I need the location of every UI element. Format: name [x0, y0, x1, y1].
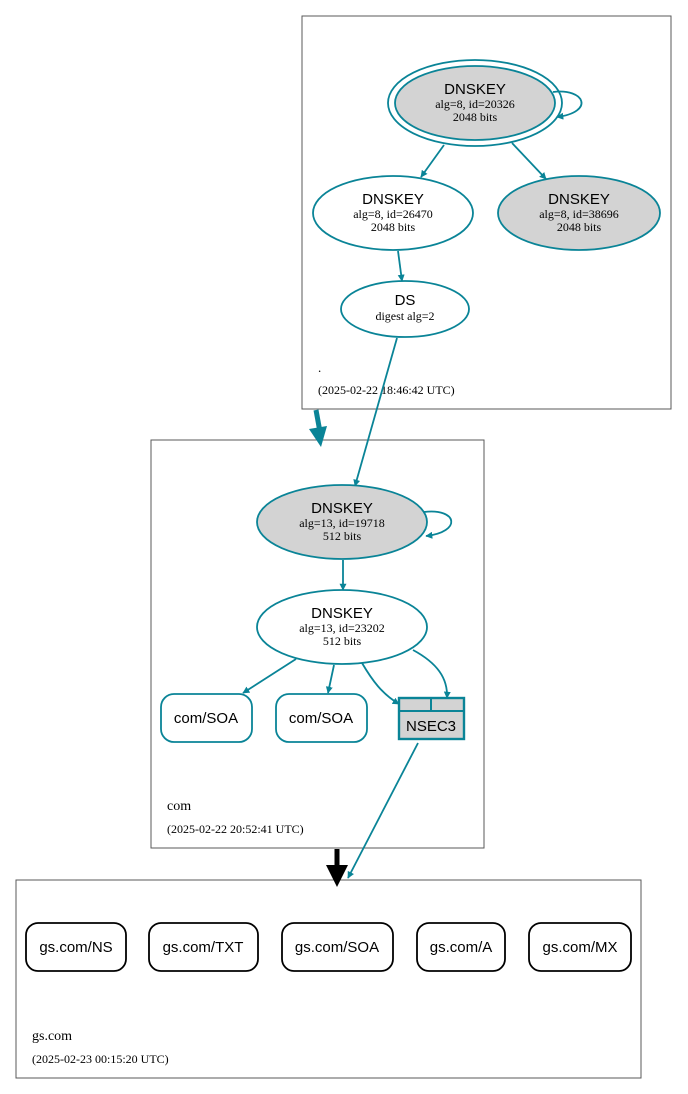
node-root-zsk-title: DNSKEY — [362, 191, 424, 208]
zone-com-name: com — [167, 799, 191, 814]
edge-root-ksk-to-zsk — [420, 144, 445, 178]
node-com-zsk-title: DNSKEY — [311, 605, 373, 622]
node-gs-mx[interactable]: gs.com/MX — [528, 922, 632, 972]
zone-gs-timestamp: (2025-02-23 00:15:20 UTC) — [32, 1052, 169, 1066]
node-root-ksk-line1: alg=8, id=20326 — [435, 97, 515, 111]
node-gs-a-label: gs.com/A — [430, 939, 493, 956]
edge-com-zsk-to-nsec3-a — [361, 662, 400, 705]
edge-com-ksk-self — [423, 510, 453, 539]
node-gs-ns-label: gs.com/NS — [39, 939, 112, 956]
edge-root-ksk-to-key3 — [511, 142, 547, 180]
node-com-nsec3-label: NSEC3 — [406, 718, 456, 735]
node-com-zsk[interactable]: DNSKEY alg=13, id=23202 512 bits — [256, 589, 428, 665]
node-com-ds-title: DS — [395, 292, 416, 309]
zone-gs-name: gs.com — [32, 1029, 72, 1044]
node-com-ksk-line1: alg=13, id=19718 — [299, 516, 385, 530]
edge-delegation-com-to-gs-head — [326, 865, 348, 887]
node-gs-txt[interactable]: gs.com/TXT — [148, 922, 259, 972]
edge-ds-to-com-ksk — [353, 337, 398, 487]
node-com-soa-2-label: com/SOA — [289, 710, 353, 727]
node-com-soa-2[interactable]: com/SOA — [275, 693, 368, 743]
node-com-zsk-line1: alg=13, id=23202 — [299, 621, 385, 635]
edge-com-zsk-to-soa2 — [325, 664, 335, 694]
node-com-soa-1[interactable]: com/SOA — [160, 693, 253, 743]
node-com-ds[interactable]: DS digest alg=2 — [340, 280, 470, 338]
zone-root-box — [301, 15, 672, 410]
node-com-nsec3[interactable]: NSEC3 — [397, 696, 466, 741]
node-gs-mx-label: gs.com/MX — [542, 939, 617, 956]
node-root-zsk[interactable]: DNSKEY alg=8, id=26470 2048 bits — [312, 175, 474, 251]
zone-root-name: . — [318, 360, 321, 375]
edge-com-zsk-to-nsec3-b — [412, 649, 451, 699]
node-gs-soa-label: gs.com/SOA — [295, 939, 379, 956]
node-com-ksk-title: DNSKEY — [311, 500, 373, 517]
node-gs-txt-label: gs.com/TXT — [163, 939, 244, 956]
node-com-ds-line1: digest alg=2 — [375, 309, 434, 323]
zone-root-timestamp: (2025-02-22 18:46:42 UTC) — [318, 383, 455, 397]
edge-root-ksk-self — [552, 90, 583, 120]
edge-delegation-root-to-com-head — [309, 426, 327, 447]
node-root-key3[interactable]: DNSKEY alg=8, id=38696 2048 bits — [497, 175, 661, 251]
node-com-soa-1-label: com/SOA — [174, 710, 238, 727]
node-root-ksk[interactable]: DNSKEY alg=8, id=20326 2048 bits — [387, 59, 563, 147]
node-root-ksk-line2: 2048 bits — [453, 110, 498, 124]
edge-root-zsk-to-ds — [397, 250, 405, 282]
node-root-key3-line2: 2048 bits — [557, 220, 602, 234]
node-gs-a[interactable]: gs.com/A — [416, 922, 506, 972]
edge-nsec3-to-gs-zone — [347, 742, 419, 879]
node-com-zsk-line2: 512 bits — [323, 634, 362, 648]
node-root-zsk-line1: alg=8, id=26470 — [353, 207, 433, 221]
node-com-ksk-line2: 512 bits — [323, 529, 362, 543]
node-root-ksk-title: DNSKEY — [444, 81, 506, 98]
node-com-ksk[interactable]: DNSKEY alg=13, id=19718 512 bits — [256, 484, 428, 560]
node-root-zsk-line2: 2048 bits — [371, 220, 416, 234]
edge-com-zsk-to-soa1 — [242, 658, 297, 694]
zone-com-timestamp: (2025-02-22 20:52:41 UTC) — [167, 822, 304, 836]
node-root-key3-line1: alg=8, id=38696 — [539, 207, 619, 221]
node-root-key3-title: DNSKEY — [548, 191, 610, 208]
zone-gs-box — [15, 879, 642, 1079]
node-gs-soa[interactable]: gs.com/SOA — [281, 922, 394, 972]
node-gs-ns[interactable]: gs.com/NS — [25, 922, 127, 972]
